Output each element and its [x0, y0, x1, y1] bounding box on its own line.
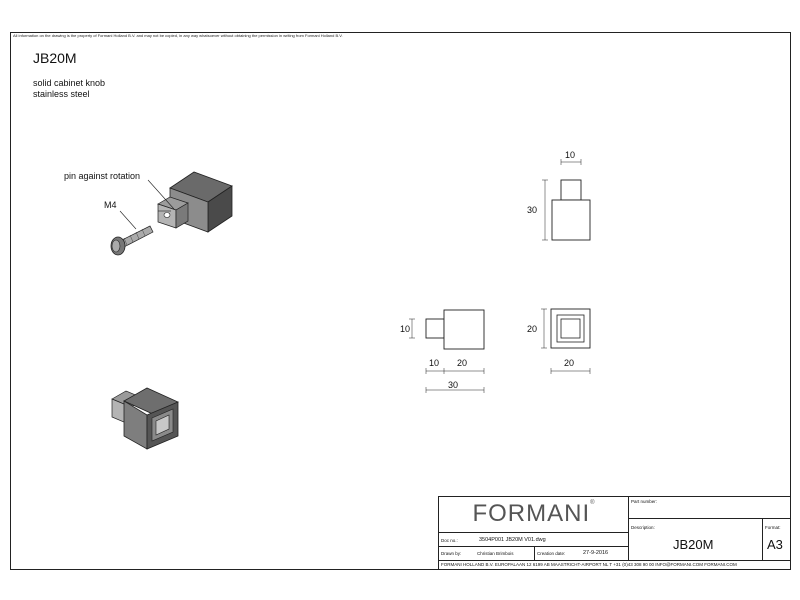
footer-cell: FORMANI HOLLAND B.V. EUROPALAAN 12 6199 …: [439, 561, 791, 570]
dim-square-height: 20: [527, 324, 538, 334]
doc-no-value: 3504P001 JB20M V01.dwg: [479, 537, 546, 543]
part-number-label: Part number:: [631, 499, 658, 504]
creation-date-cell: Creation date: 27-9-2016: [535, 547, 629, 561]
callout-screw: M4: [104, 200, 117, 210]
isometric-exploded-view: [110, 171, 233, 256]
isometric-assembled-view: [111, 387, 179, 450]
dim-top-width: 10: [565, 150, 576, 160]
doc-no-cell: Doc no.: 3504P001 JB20M V01.dwg: [439, 533, 629, 547]
company-footer: FORMANI HOLLAND B.V. EUROPALAAN 12 6199 …: [441, 562, 737, 567]
dim-front-height: 30: [527, 205, 538, 215]
brand-logo: FORMANI®: [439, 500, 629, 530]
copyright-notice: All information on the drawing is the pr…: [13, 33, 343, 38]
dim-side-total: 30: [448, 380, 459, 390]
description-line-2: stainless steel: [33, 89, 90, 99]
format-label: Format:: [765, 525, 781, 530]
creation-date-value: 27-9-2016: [583, 550, 609, 556]
dim-side-20: 20: [457, 358, 468, 368]
brand-name: FORMANI: [472, 500, 591, 527]
dim-side-small-height: 10: [400, 324, 411, 334]
drawn-by-cell: Drawn by: Christian Brimbois: [439, 547, 535, 561]
doc-no-label: Doc no.:: [441, 538, 458, 543]
product-description: solid cabinet knob stainless steel: [33, 78, 105, 100]
drawing-frame: [10, 32, 791, 570]
part-number-cell: Part number:: [629, 497, 791, 519]
title-block: FORMANI® Part number: Description: JB20M…: [438, 496, 791, 570]
front-view: [542, 159, 591, 241]
callout-pin: pin against rotation: [64, 171, 141, 181]
brand-mark: ®: [590, 500, 596, 506]
end-view: [541, 308, 591, 374]
description-label: Description:: [631, 525, 655, 530]
page-title: JB20M: [33, 50, 77, 66]
description-line-1: solid cabinet knob: [33, 78, 106, 88]
format-value: A3: [767, 537, 783, 552]
dim-side-10: 10: [429, 358, 440, 368]
description-cell: Description: JB20M: [629, 519, 763, 561]
description-value: JB20M: [673, 537, 714, 552]
drawn-by-value: Christian Brimbois: [477, 551, 514, 556]
format-cell: Format: A3: [763, 519, 791, 561]
creation-date-label: Creation date:: [537, 551, 566, 556]
dim-square-width: 20: [564, 358, 575, 368]
side-view: [409, 309, 485, 393]
drawn-by-label: Drawn by:: [441, 551, 462, 556]
brand-cell: FORMANI®: [439, 497, 629, 533]
